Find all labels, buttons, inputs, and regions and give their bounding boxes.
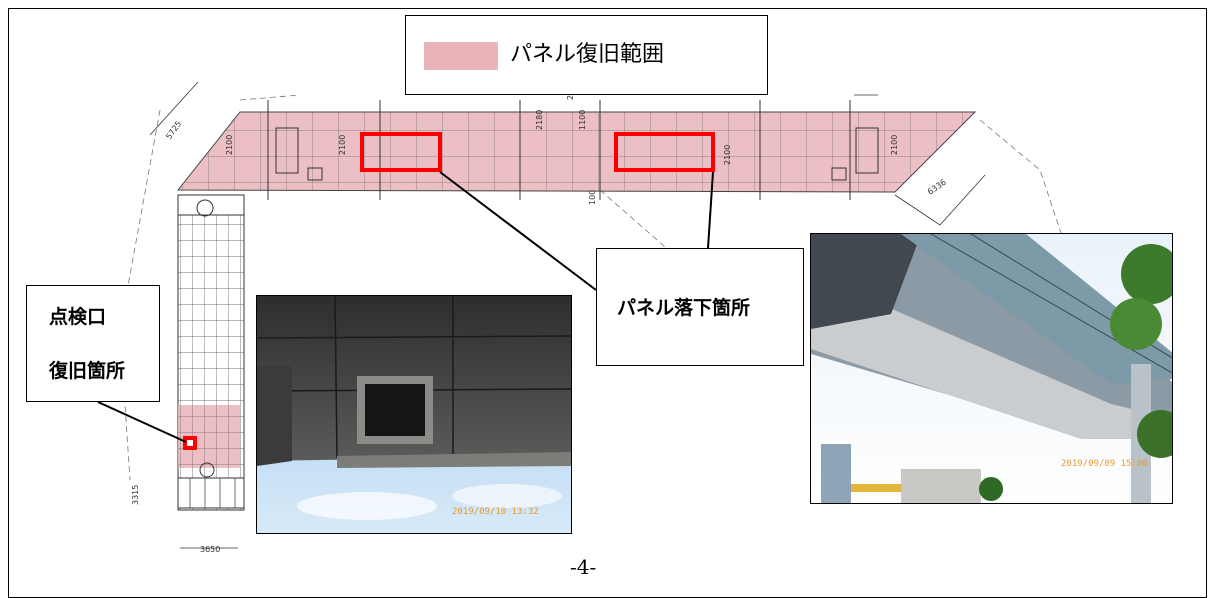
dim-3650: 3650 bbox=[200, 545, 220, 554]
photo-right-timestamp: 2019/09/09 15:08 bbox=[1061, 459, 1148, 469]
callout-inspection-line1: 点検口 bbox=[49, 306, 107, 328]
photo-left-timestamp: 2019/09/10 13:32 bbox=[452, 507, 539, 517]
page-number: -4- bbox=[570, 555, 597, 579]
dim-100: 100 bbox=[588, 190, 597, 205]
panel-drop-marker-right bbox=[614, 132, 715, 172]
panel-drop-marker-left bbox=[360, 132, 442, 172]
dim-5725: 5725 bbox=[164, 119, 183, 141]
dim-2100-c: 2100 bbox=[723, 145, 732, 165]
dim-2180: 2180 bbox=[535, 110, 544, 130]
legend: パネル復旧範囲 bbox=[405, 15, 768, 95]
legend-label: パネル復旧範囲 bbox=[510, 42, 665, 67]
photo-inspection-port: 2019/09/10 13:32 bbox=[256, 295, 572, 534]
photo-bridge-underside: 2019/09/09 15:08 bbox=[810, 233, 1173, 504]
callout-panel-drop-label: パネル落下箇所 bbox=[617, 297, 751, 319]
callout-inspection-line2: 復旧箇所 bbox=[49, 360, 126, 382]
dim-3315: 3315 bbox=[131, 485, 140, 505]
callout-inspection-restore: 点検口 復旧箇所 bbox=[26, 285, 160, 402]
dim-1100-a: 1100 bbox=[578, 110, 587, 130]
callout-panel-drop: パネル落下箇所 bbox=[596, 248, 804, 366]
bridge-plan-drawing: 2100 2100 2180 1100 200 100 2100 2100 57… bbox=[97, 81, 1081, 554]
dim-6336: 6336 bbox=[926, 178, 948, 197]
dim-2100-b: 2100 bbox=[338, 135, 347, 155]
legend-swatch bbox=[424, 42, 498, 70]
dim-2100-a: 2100 bbox=[225, 135, 234, 155]
dim-2100-d: 2100 bbox=[890, 135, 899, 155]
